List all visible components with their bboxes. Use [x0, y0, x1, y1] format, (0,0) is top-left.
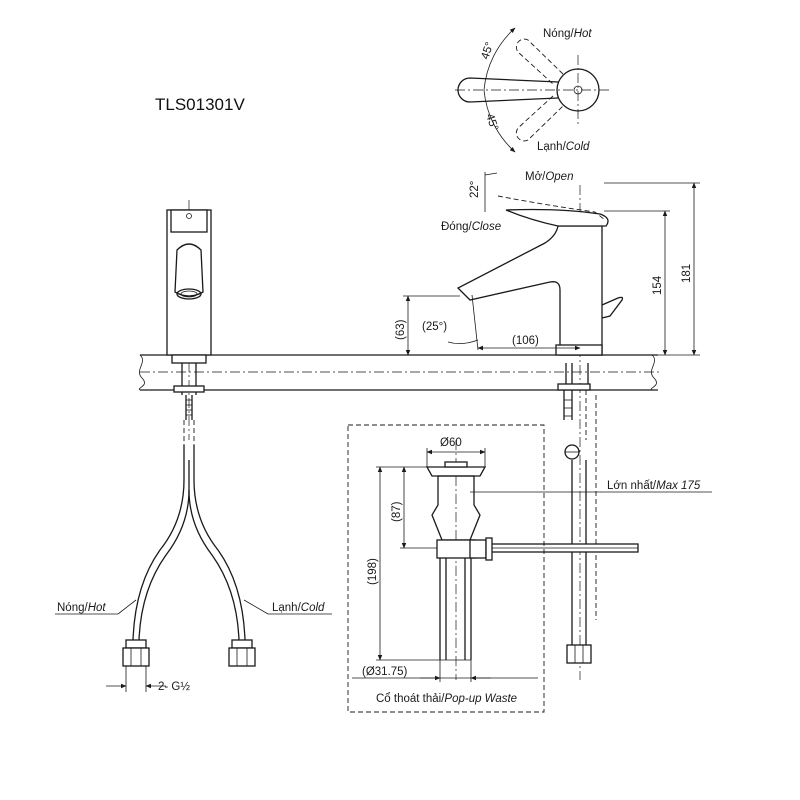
dim-106-label: (106) — [512, 335, 539, 347]
popup-waste: Ø60 (87) (198) (Ø31.75) Cổ thoát thải/Po… — [347, 424, 545, 713]
model-title: TLS01301V — [155, 95, 245, 114]
label-cold-front: Lạnh/Cold — [272, 602, 325, 614]
angle-45-bottom: 45° — [483, 112, 500, 132]
label-open: Mở/Open — [525, 171, 573, 183]
front-view: 2- G½ Nóng/Hot Lạnh/Cold — [55, 200, 332, 693]
dim-dia3175-label: (Ø31.75) — [362, 666, 408, 678]
dim-198-label: (198) — [367, 558, 379, 585]
dim-63-label: (63) — [395, 319, 407, 340]
dim-181-label: 181 — [681, 264, 693, 283]
angle-22-label: 22° — [469, 181, 481, 198]
dim-87-label: (87) — [391, 501, 403, 522]
popup-caption: Cổ thoát thải/Pop-up Waste — [376, 693, 517, 705]
label-close: Đóng/Close — [441, 221, 501, 233]
top-view: 45° 45° Nóng/Hot Lạnh/Cold — [455, 27, 610, 153]
thread-size-label: 2- G½ — [158, 681, 190, 693]
label-hot-front: Nóng/Hot — [57, 602, 106, 614]
side-view: 22° Mở/Open Đóng/Close (25°) (63) (106) … — [395, 171, 712, 680]
label-hot-top: Nóng/Hot — [543, 28, 592, 40]
angle-45-top: 45° — [479, 41, 496, 61]
angle-25-label: (25°) — [422, 321, 447, 333]
dim-dia60-label: Ø60 — [440, 437, 462, 449]
max-label: Lớn nhất/Max 175 — [607, 480, 701, 492]
dim-154-label: 154 — [652, 275, 664, 295]
label-cold-top: Lạnh/Cold — [537, 141, 590, 153]
